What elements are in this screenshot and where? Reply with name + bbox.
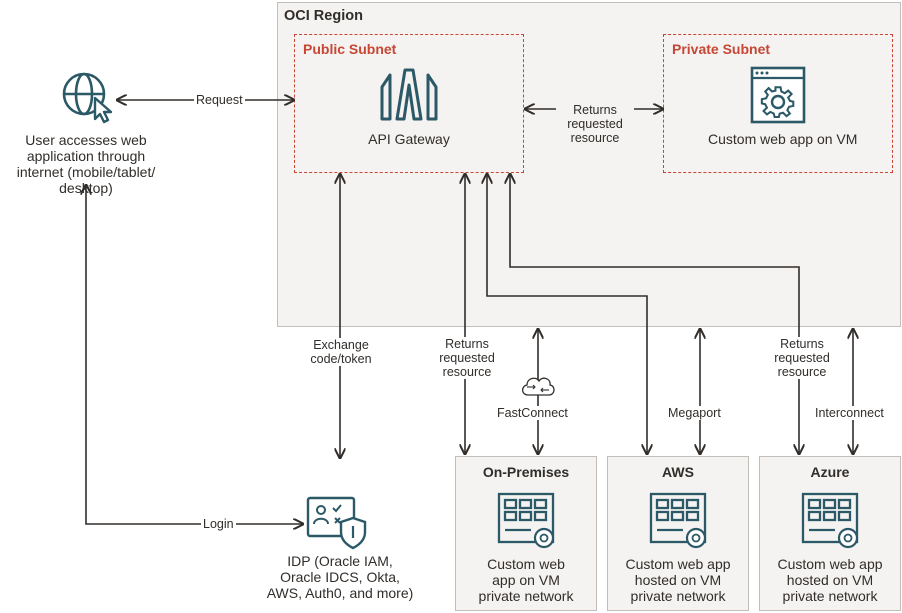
azure-app-label: Custom web app hosted on VM private netw…	[759, 556, 901, 604]
returns-private-label: Returns requested resource	[556, 103, 634, 145]
site-label-line: private network	[782, 588, 878, 604]
site-label-line: private network	[630, 588, 726, 604]
api-gateway-icon	[380, 68, 438, 121]
exchange-label: Exchange code/token	[300, 338, 382, 366]
globe-cursor-icon	[62, 72, 113, 124]
user-label-line: application through	[26, 148, 146, 164]
returns-azure-label: Returns requested resource	[764, 337, 840, 379]
megaport-label: Megaport	[666, 406, 723, 420]
site-label-line: app on VM	[492, 572, 560, 588]
aws-app-label: Custom web app hosted on VM private netw…	[607, 556, 749, 604]
site-label-line: Custom web app	[777, 556, 883, 572]
label-line: resource	[777, 365, 827, 379]
aws-title: AWS	[662, 464, 694, 480]
login-label: Login	[201, 517, 236, 531]
on-premises-app-label: Custom web app on VM private network	[455, 556, 597, 604]
idp-label-line: Oracle IDCS, Okta,	[280, 569, 400, 585]
azure-vm-icon	[801, 492, 859, 549]
label-line: requested	[439, 351, 495, 365]
aws-container	[607, 456, 749, 611]
idp-label-line: IDP (Oracle IAM,	[287, 553, 393, 569]
returns-onprem-label: Returns requested resource	[429, 337, 505, 379]
aws-vm-icon	[649, 492, 707, 549]
oci-region-title: OCI Region	[284, 8, 363, 24]
public-subnet-title: Public Subnet	[303, 41, 397, 57]
azure-container	[759, 456, 901, 611]
on-premises-vm-icon	[497, 492, 555, 549]
azure-title: Azure	[810, 464, 850, 480]
site-label-line: hosted on VM	[786, 572, 874, 588]
idp-label: IDP (Oracle IAM, Oracle IDCS, Okta, AWS,…	[255, 553, 425, 601]
label-line: Returns	[445, 337, 489, 351]
interconnect-label: Interconnect	[813, 406, 886, 420]
label-line: Exchange	[313, 338, 369, 352]
label-line: Returns	[573, 103, 617, 117]
on-premises-title: On-Premises	[482, 464, 570, 480]
user-label-line: internet (mobile/tablet/	[16, 164, 156, 180]
login-edge	[86, 185, 303, 524]
vm-gear-icon	[750, 66, 806, 124]
fastconnect-label: FastConnect	[495, 406, 570, 420]
label-line: Returns	[780, 337, 824, 351]
label-line: requested	[774, 351, 830, 365]
user-label: User accesses web application through in…	[0, 132, 172, 196]
user-label-line: desktop)	[59, 180, 113, 196]
identity-provider-icon	[306, 496, 367, 550]
label-line: resource	[442, 365, 492, 379]
site-label-line: Custom web app	[625, 556, 731, 572]
label-line: requested	[567, 117, 623, 131]
api-gateway-label: API Gateway	[368, 131, 450, 147]
user-label-line: User accesses web	[25, 132, 147, 148]
on-premises-container	[455, 456, 597, 611]
idp-label-line: AWS, Auth0, and more)	[266, 585, 414, 601]
label-line: code/token	[310, 352, 372, 366]
site-label-line: hosted on VM	[634, 572, 722, 588]
label-line: resource	[570, 131, 620, 145]
private-subnet-title: Private Subnet	[672, 41, 771, 57]
private-app-label: Custom web app on VM	[708, 131, 858, 147]
site-label-line: Custom web	[487, 556, 565, 572]
site-label-line: private network	[478, 588, 574, 604]
request-label: Request	[194, 93, 245, 107]
fastconnect-cloud-icon	[521, 377, 555, 396]
